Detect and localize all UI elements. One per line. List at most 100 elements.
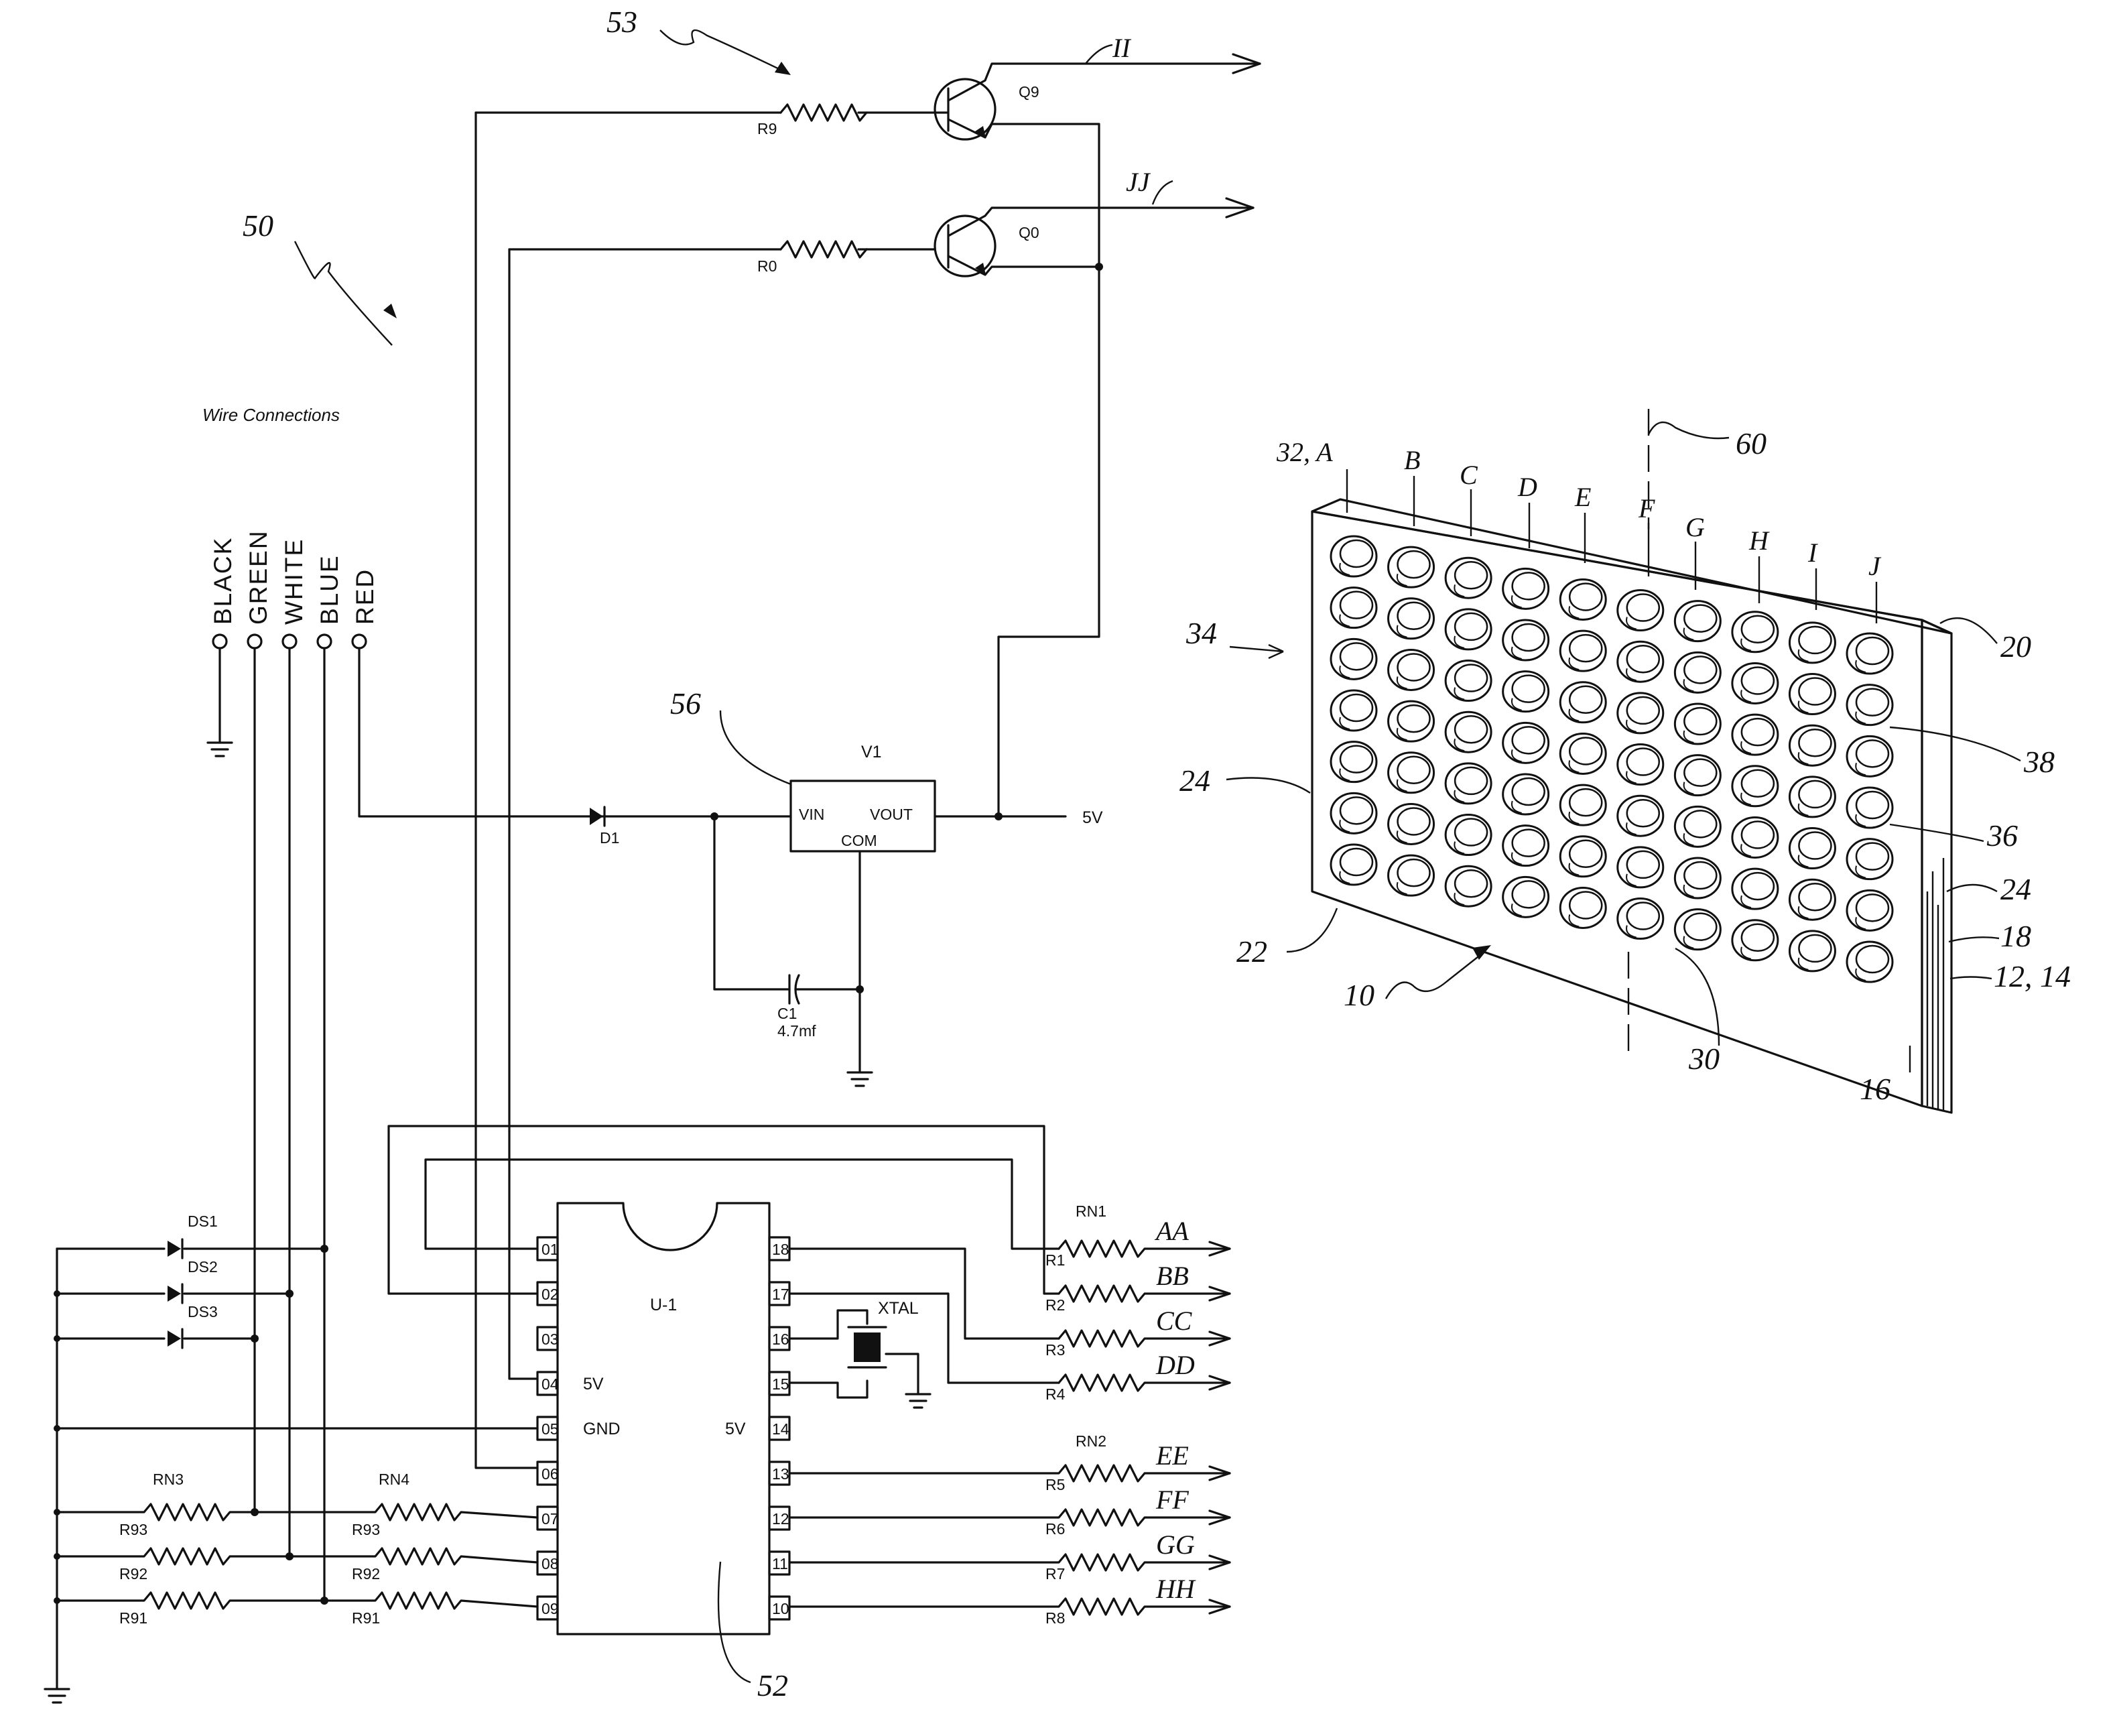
label-pin4-5v: 5V — [583, 1375, 604, 1393]
led-6-7 — [1732, 920, 1778, 960]
ic-left-pins: 01 02 03 04 05 06 07 08 09 — [537, 1237, 559, 1619]
ref-10: 10 — [1344, 978, 1374, 1012]
led-4-1 — [1389, 753, 1434, 793]
label-rn3: RN3 — [153, 1471, 184, 1488]
label-com: COM — [841, 832, 877, 849]
svg-text:04: 04 — [541, 1375, 559, 1393]
led-1-1 — [1389, 599, 1434, 639]
label-5v-out: 5V — [1082, 808, 1103, 827]
led-5-1 — [1389, 804, 1434, 844]
label-rn1: RN1 — [1076, 1202, 1106, 1220]
ic-right-pins: 18 17 16 15 14 13 12 11 10 — [769, 1237, 789, 1619]
col-label-c: C — [1460, 460, 1478, 490]
led-2-0 — [1331, 639, 1376, 679]
ref-36: 36 — [1986, 818, 2018, 853]
col-label-g: G — [1685, 512, 1705, 542]
col-label-f: F — [1638, 493, 1655, 523]
led-0-6 — [1675, 601, 1720, 641]
led-4-8 — [1789, 828, 1835, 869]
label-r6: R6 — [1045, 1520, 1065, 1538]
led-1-7 — [1732, 663, 1778, 703]
led-3-4 — [1560, 733, 1606, 773]
ref-50: 50 — [243, 208, 273, 243]
led-2-8 — [1789, 725, 1835, 765]
led-1-2 — [1446, 609, 1491, 649]
label-r93b: R93 — [352, 1521, 380, 1538]
led-panel: 32, A B C D E F G H I J 60 34 20 38 36 2… — [1179, 409, 2071, 1113]
label-vout: VOUT — [870, 806, 913, 823]
led-2-4 — [1560, 682, 1606, 723]
led-0-8 — [1789, 623, 1835, 663]
led-0-4 — [1560, 579, 1606, 619]
ref-12-14: 12, 14 — [1994, 959, 2071, 993]
led-1-4 — [1560, 631, 1606, 671]
svg-text:14: 14 — [772, 1420, 789, 1438]
svg-text:02: 02 — [541, 1286, 559, 1303]
label-u1: U-1 — [650, 1296, 677, 1314]
label-vin: VIN — [799, 806, 824, 823]
ref-38: 38 — [2023, 745, 2055, 779]
ic-u1-body — [558, 1203, 769, 1634]
led-6-4 — [1560, 887, 1606, 928]
panel-side — [1922, 620, 1951, 1113]
led-3-2 — [1446, 712, 1491, 752]
label-rn4: RN4 — [379, 1471, 409, 1488]
label-r3: R3 — [1045, 1341, 1065, 1359]
label-r91b: R91 — [352, 1609, 380, 1627]
loop-wires — [389, 1126, 1059, 1294]
label-r92b: R92 — [352, 1565, 380, 1583]
ref-34: 34 — [1185, 616, 1217, 650]
svg-text:16: 16 — [772, 1330, 789, 1348]
wire-label-blue: BLUE — [316, 554, 343, 625]
diode-d1 — [590, 808, 603, 825]
ref-22: 22 — [1236, 934, 1267, 969]
label-r92a: R92 — [119, 1565, 147, 1583]
led-3-7 — [1732, 766, 1778, 806]
ref-24-left: 24 — [1179, 763, 1210, 798]
ref-16: 16 — [1860, 1072, 1890, 1106]
led-1-9 — [1847, 685, 1893, 725]
led-ds1 — [168, 1241, 181, 1257]
ic-u1: U-1 01 02 03 04 05 06 07 08 09 18 17 16 … — [537, 1203, 789, 1702]
label-q9: Q9 — [1019, 83, 1039, 101]
led-0-7 — [1732, 612, 1778, 652]
label-ds1: DS1 — [188, 1213, 218, 1230]
svg-text:06: 06 — [541, 1465, 559, 1483]
led-4-7 — [1732, 817, 1778, 857]
label-d1: D1 — [600, 829, 619, 847]
led-4-5 — [1618, 796, 1663, 836]
resistor-r9 — [781, 105, 867, 121]
led-6-6 — [1675, 910, 1720, 950]
led-6-3 — [1503, 877, 1549, 917]
led-0-9 — [1847, 633, 1893, 674]
label-pin14-5v: 5V — [725, 1420, 746, 1438]
col-label-e: E — [1574, 482, 1591, 512]
svg-text:11: 11 — [772, 1555, 788, 1572]
ref-50-leader — [295, 241, 392, 345]
ref-52: 52 — [757, 1668, 788, 1702]
label-v1: V1 — [861, 743, 882, 761]
led-3-9 — [1847, 788, 1893, 828]
transistor-q0 — [935, 208, 1253, 276]
label-r5: R5 — [1045, 1476, 1065, 1493]
svg-text:17: 17 — [772, 1286, 789, 1303]
net-cc: CC — [1156, 1306, 1193, 1336]
label-r91a: R91 — [119, 1609, 147, 1627]
crystal-xtal: XTAL — [789, 1299, 930, 1408]
label-rn2: RN2 — [1076, 1432, 1106, 1450]
led-3-0 — [1331, 690, 1376, 731]
led-5-4 — [1560, 836, 1606, 877]
label-q0: Q0 — [1019, 224, 1039, 241]
net-hh: HH — [1155, 1574, 1196, 1604]
col-label-d: D — [1517, 472, 1537, 502]
svg-text:09: 09 — [541, 1600, 559, 1617]
led-1-3 — [1503, 620, 1549, 660]
led-6-8 — [1789, 931, 1835, 971]
led-1-5 — [1618, 641, 1663, 682]
led-3-5 — [1618, 745, 1663, 785]
ref-56-leader — [720, 710, 791, 784]
ref-52-leader — [718, 1562, 751, 1682]
led-3-6 — [1675, 755, 1720, 796]
svg-text:01: 01 — [541, 1241, 559, 1258]
